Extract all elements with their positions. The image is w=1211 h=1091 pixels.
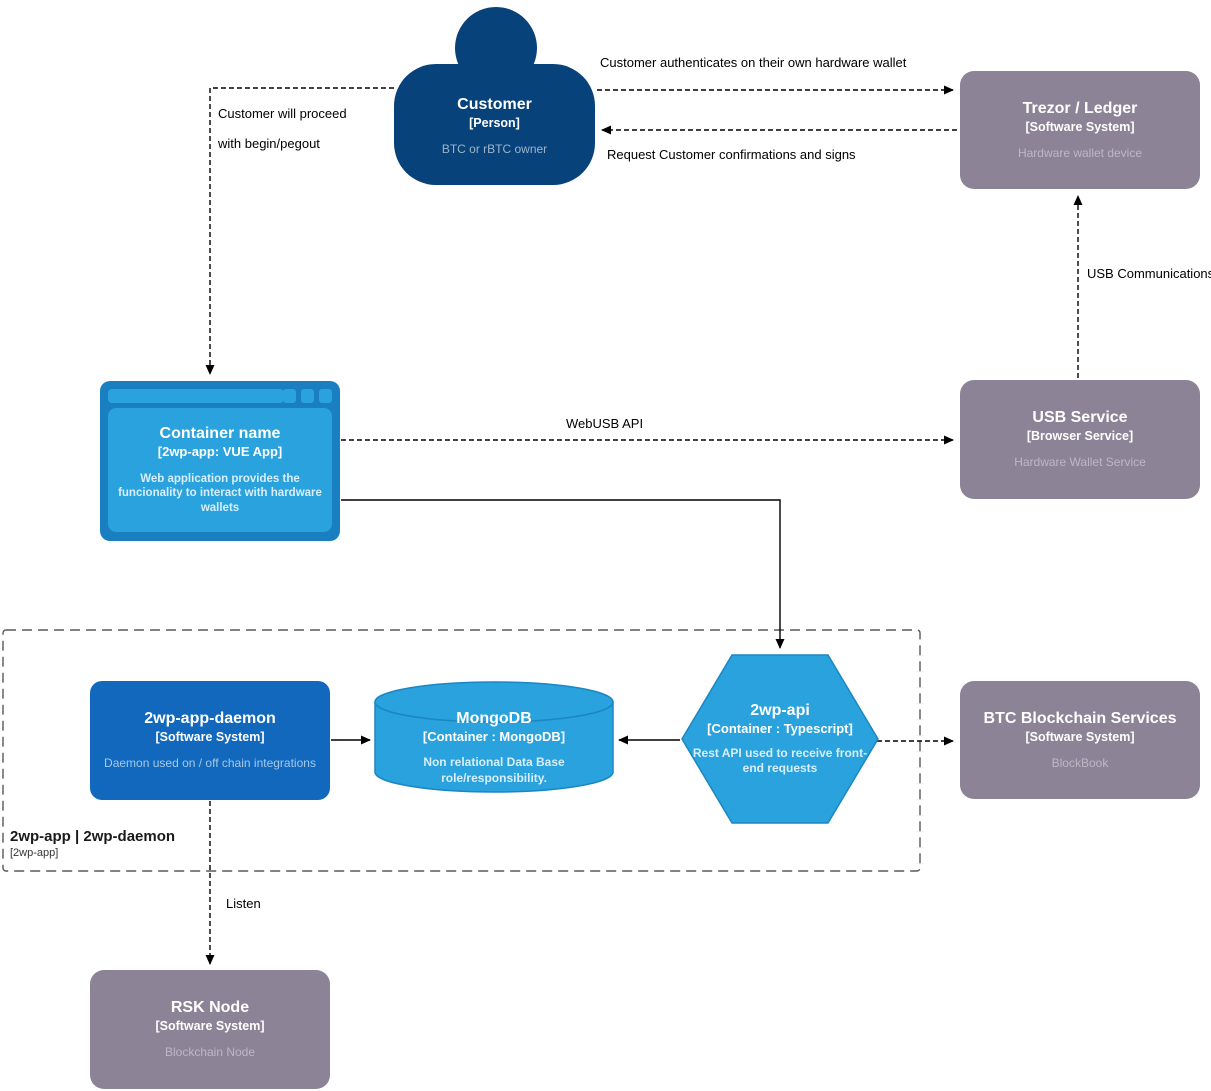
customer-person-node[interactable]: Customer [Person] BTC or rBTC owner <box>394 7 595 185</box>
node-title: 2wp-app-daemon <box>144 710 276 728</box>
boundary-2wp-app[interactable] <box>2 629 921 872</box>
api-node[interactable]: 2wp-api [Container : Typescript] Rest AP… <box>681 654 879 824</box>
person-body: Customer [Person] BTC or rBTC owner <box>394 64 595 185</box>
node-subtitle: [2wp-app: VUE App] <box>157 443 283 459</box>
hexagon-shape-icon <box>681 654 879 824</box>
node-description: Non relational Data Base role/responsibi… <box>423 755 565 785</box>
node-description: BlockBook <box>1051 755 1109 770</box>
browser-button-icon <box>301 389 314 403</box>
trezor-ledger-node[interactable]: Trezor / Ledger [Software System] Hardwa… <box>960 71 1200 189</box>
node-description: BTC or rBTC owner <box>441 142 548 157</box>
webapp-container-node[interactable]: Container name [2wp-app: VUE App] Web ap… <box>100 381 340 541</box>
node-description: Web application provides the funcionalit… <box>118 472 322 515</box>
node-description: Daemon used on / off chain integrations <box>104 756 316 771</box>
node-subtitle: [Container : MongoDB] <box>422 729 566 745</box>
boundary-title: 2wp-app | 2wp-daemon <box>10 828 176 845</box>
node-title: BTC Blockchain Services <box>983 709 1177 727</box>
mongodb-node[interactable]: MongoDB [Container : MongoDB] Non relati… <box>374 681 614 793</box>
rsk-node[interactable]: RSK Node [Software System] Blockchain No… <box>90 970 330 1089</box>
daemon-node[interactable]: 2wp-app-daemon [Software System] Daemon … <box>90 681 330 800</box>
usb-service-node[interactable]: USB Service [Browser Service] Hardware W… <box>960 380 1200 499</box>
edge-webapp-to-api[interactable] <box>341 499 785 649</box>
node-title: RSK Node <box>170 999 250 1017</box>
edge-label-auth[interactable]: Customer authenticates on their own hard… <box>600 55 907 70</box>
node-description: Hardware wallet device <box>1017 145 1143 160</box>
node-subtitle: [Software System] <box>155 730 265 745</box>
node-description: Rest API used to receive front-end reque… <box>692 745 868 776</box>
browser-panel: Container name [2wp-app: VUE App] Web ap… <box>108 408 332 532</box>
edge-label-webusb[interactable]: WebUSB API <box>566 416 644 431</box>
boundary-label[interactable]: 2wp-app | 2wp-daemon [2wp-app] <box>10 828 175 860</box>
btc-blockchain-node[interactable]: BTC Blockchain Services [Software System… <box>960 681 1200 799</box>
browser-address-bar <box>108 389 284 403</box>
node-title: 2wp-api <box>750 701 810 719</box>
node-title: MongoDB <box>456 710 532 728</box>
edge-label-proceed-2[interactable]: with begin/pegout <box>218 136 320 151</box>
boundary-subtitle: [2wp-app] <box>10 847 59 859</box>
node-subtitle: [Person] <box>469 116 520 131</box>
node-description: Hardware Wallet Service <box>1014 455 1146 470</box>
browser-button-icon <box>283 389 296 403</box>
node-subtitle: [Software System] <box>1025 729 1135 744</box>
node-title: Container name <box>159 424 281 442</box>
node-subtitle: [Software System] <box>155 1019 265 1034</box>
cylinder-shape-icon <box>374 681 614 793</box>
node-title: Customer <box>457 96 532 114</box>
browser-button-icon <box>319 389 332 403</box>
edge-label-listen[interactable]: Listen <box>226 896 261 911</box>
edge-label-confirm[interactable]: Request Customer confirmations and signs <box>607 147 856 162</box>
edge-customer-to-webapp[interactable] <box>205 87 394 375</box>
node-subtitle: [Software System] <box>1025 119 1135 134</box>
node-description: Blockchain Node <box>164 1045 256 1060</box>
node-subtitle: [Browser Service] <box>1026 429 1134 444</box>
node-subtitle: [Container : Typescript] <box>707 720 853 736</box>
edge-label-proceed-1[interactable]: Customer will proceed <box>218 106 347 121</box>
edge-label-usb-communications[interactable]: USB Communications <box>1087 266 1211 281</box>
node-title: USB Service <box>1032 409 1128 427</box>
node-title: Trezor / Ledger <box>1022 99 1138 117</box>
